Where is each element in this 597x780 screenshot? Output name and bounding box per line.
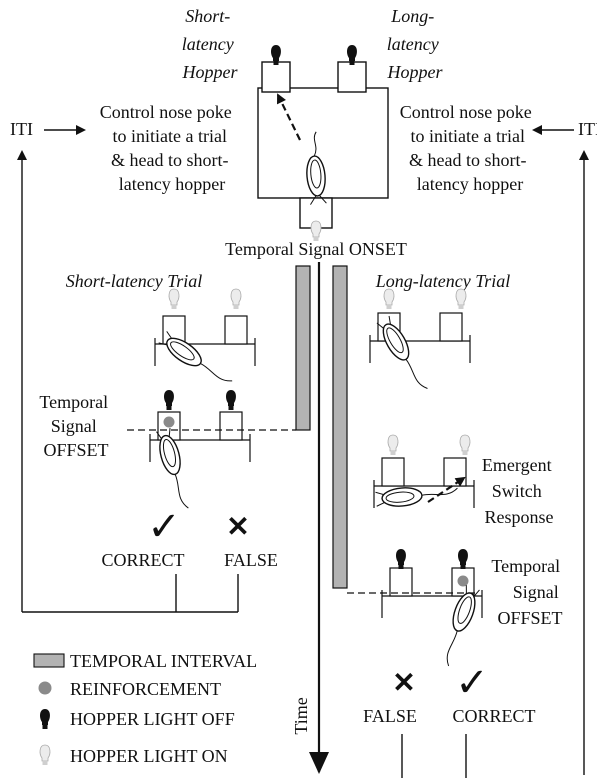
false-label-left: FALSE	[224, 550, 278, 570]
hopper-light-off-icon	[226, 390, 236, 410]
long-trial-title: Long-latency Trial	[375, 271, 511, 291]
time-label: Time	[291, 697, 311, 734]
short-interval-bar	[295, 265, 311, 431]
head-to-short-arrow	[277, 93, 301, 141]
check-icon: ✓	[147, 504, 181, 549]
hopper-light-on-icon	[39, 744, 51, 766]
iti-left-label: ITI	[10, 119, 33, 139]
hopper-light-off-icon	[164, 390, 174, 410]
cross-icon: ✕	[226, 512, 249, 543]
rat-icon	[306, 131, 327, 205]
hopper-light-on-icon	[310, 220, 322, 242]
long-trial-chamber-1	[369, 288, 471, 396]
interval-swatch	[33, 653, 65, 668]
correct-label-right: CORRECT	[452, 706, 535, 726]
hopper-light-off-icon	[458, 549, 468, 569]
hopper-light-on-icon	[230, 288, 242, 310]
iti-right-label: ITI	[578, 119, 597, 139]
reinforcement-icon	[457, 575, 469, 587]
offset-right-label: Temporal Signal OFFSET	[491, 556, 564, 628]
short-trial-title: Short-latency Trial	[66, 271, 203, 291]
hopper-light-on-icon	[455, 288, 467, 310]
reinforcement-swatch	[38, 681, 52, 695]
short-trial-chamber-1	[154, 288, 256, 393]
control-text-left: Control nose poke to initiate a trial & …	[100, 102, 237, 194]
cross-icon: ✕	[392, 668, 415, 699]
short-trial-chamber-2	[149, 390, 251, 513]
hopper-light-on-icon	[387, 434, 399, 456]
rat-icon	[156, 329, 236, 393]
short-hopper-label: Short- latency Hopper	[182, 6, 239, 82]
legend-light-off: HOPPER LIGHT OFF	[70, 709, 235, 729]
time-arrowhead	[309, 752, 329, 774]
control-text-right: Control nose poke to initiate a trial & …	[400, 102, 537, 194]
top-chamber	[257, 45, 389, 242]
check-icon: ✓	[455, 660, 489, 705]
false-label-right: FALSE	[363, 706, 417, 726]
hopper-light-on-icon	[459, 434, 471, 456]
long-hopper-label: Long- latency Hopper	[387, 6, 444, 82]
rat-icon	[435, 583, 483, 669]
legend: TEMPORAL INTERVAL REINFORCEMENT HOPPER L…	[33, 651, 257, 766]
long-trial-chamber-3	[381, 549, 483, 669]
signal-onset-label: Temporal Signal ONSET	[225, 239, 407, 259]
hopper-light-off-icon	[396, 549, 406, 569]
legend-interval: TEMPORAL INTERVAL	[70, 651, 257, 671]
legend-reinforcement: REINFORCEMENT	[70, 679, 221, 699]
switch-arrow	[427, 476, 466, 503]
emergent-switch-label: Emergent Switch Response	[482, 455, 556, 527]
long-trial-chamber-2	[373, 434, 475, 509]
hopper-light-on-icon	[168, 288, 180, 310]
hopper-light-on-icon	[383, 288, 395, 310]
rat-icon	[374, 482, 460, 509]
offset-left-label: Temporal Signal OFFSET	[39, 392, 112, 460]
correct-label-left: CORRECT	[101, 550, 184, 570]
rat-icon	[374, 314, 433, 396]
legend-light-on: HOPPER LIGHT ON	[70, 746, 228, 766]
reinforcement-icon	[163, 416, 175, 428]
long-interval-bar	[332, 265, 348, 589]
hopper-light-off-icon	[40, 709, 50, 729]
